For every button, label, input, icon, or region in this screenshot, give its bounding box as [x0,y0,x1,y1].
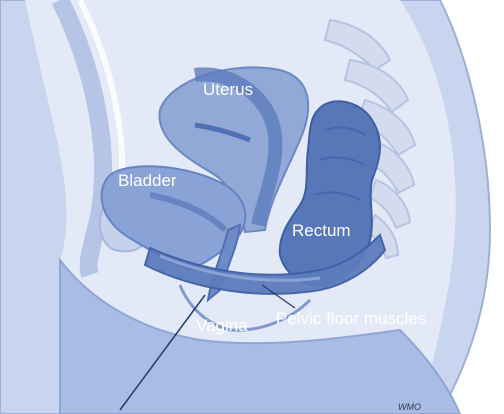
label-rectum: Rectum [292,221,351,240]
label-pelvic-floor-muscles: Pelvic floor muscles [276,309,426,328]
artist-signature: WMO [398,402,421,412]
label-uterus: Uterus [203,80,253,99]
label-vagina: Vagina [196,316,248,335]
label-bladder: Bladder [118,171,177,190]
